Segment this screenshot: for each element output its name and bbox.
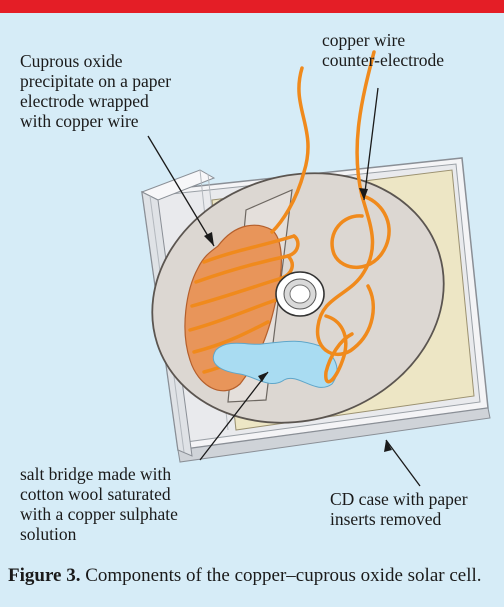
label-cd-case: CD case with paper inserts removed — [330, 489, 500, 529]
cd-center-hub — [276, 272, 324, 316]
label-cuprous-oxide: Cuprous oxide precipitate on a paper ele… — [20, 51, 240, 131]
label-counter-electrode: copper wire counter-electrode — [322, 30, 502, 70]
caption-text: Components of the copper–cuprous oxide s… — [80, 565, 481, 586]
caption-number: Figure 3. — [8, 565, 80, 586]
figure-caption: Figure 3. Components of the copper–cupro… — [8, 565, 498, 586]
label-salt-bridge: salt bridge made with cotton wool satura… — [20, 464, 250, 544]
